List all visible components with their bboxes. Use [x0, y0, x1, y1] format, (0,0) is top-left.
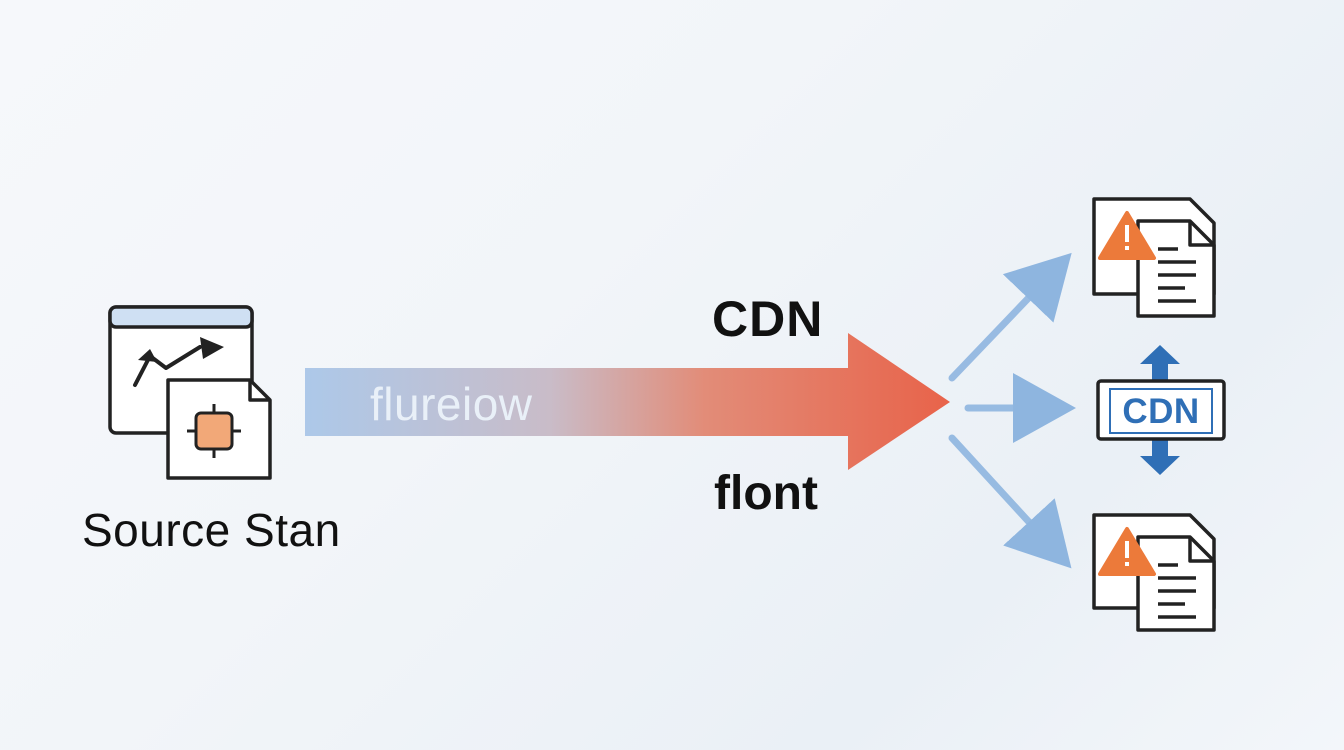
- warning-document-icon: [1092, 197, 1216, 318]
- flow-arrow-text: flureiow: [370, 378, 533, 430]
- cdn-box-text: CDN: [1122, 392, 1200, 431]
- main-flow-arrow: [305, 333, 950, 470]
- component-document-icon: [166, 378, 272, 480]
- font-label: flont: [714, 467, 818, 520]
- warning-document-icon: [1092, 513, 1216, 632]
- cdn-box-icon: [1096, 345, 1226, 475]
- branch-arrow-top: [948, 252, 1072, 382]
- branch-arrow-bottom: [948, 434, 1072, 569]
- cdn-label: CDN: [712, 291, 824, 347]
- source-label: Source Stan: [82, 504, 341, 556]
